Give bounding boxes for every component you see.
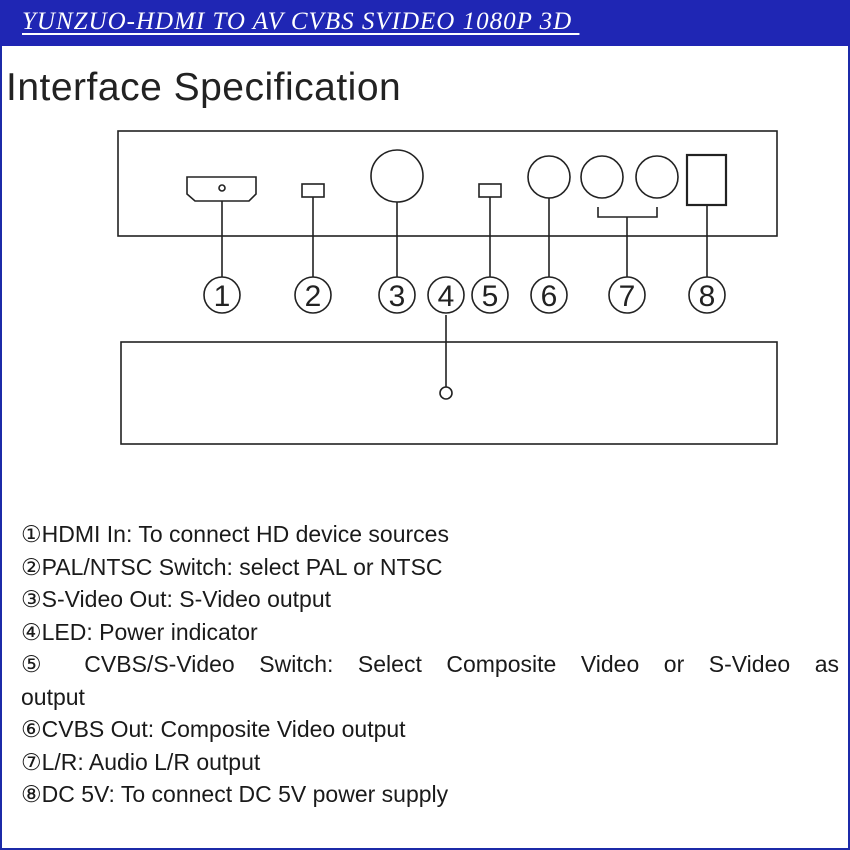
front-panel	[120, 341, 778, 445]
spec-item-cvbs-svideo-switch-cont: output	[21, 683, 85, 710]
callout-label-8: 8	[699, 280, 716, 313]
banner-title: YUNZUO-HDMI TO AV CVBS SVIDEO 1080P 3D	[22, 8, 580, 35]
hdmi-port-icon	[186, 176, 257, 202]
title-banner: YUNZUO-HDMI TO AV CVBS SVIDEO 1080P 3D	[0, 0, 850, 46]
callout-circle-5	[471, 276, 509, 314]
callout-circle-4	[427, 276, 465, 314]
spec-item-dc-5v: ⑧DC 5V: To connect DC 5V power supply	[21, 781, 449, 807]
callout-circle-3	[378, 276, 416, 314]
svideo-jack-icon	[370, 149, 424, 203]
callout-label-7: 7	[619, 280, 636, 313]
callout-circle-2	[294, 276, 332, 314]
spec-item-hdmi-in: ①HDMI In: To connect HD device sources	[21, 521, 449, 547]
hdmi-pin-icon	[218, 184, 226, 192]
spec-item-led: ④LED: Power indicator	[21, 618, 258, 645]
callout-circle-1	[203, 276, 241, 314]
audio-left-jack-icon	[580, 155, 624, 199]
spec-item-svideo-out: ③S-Video Out: S-Video output	[21, 586, 332, 612]
callout-label-2: 2	[305, 280, 322, 313]
back-panel	[117, 130, 778, 237]
callout-label-5: 5	[482, 280, 499, 313]
callout-circle-8	[688, 276, 726, 314]
spec-item-cvbs-out: ⑥CVBS Out: Composite Video output	[21, 716, 406, 742]
callout-circle-6	[530, 276, 568, 314]
audio-right-jack-icon	[635, 155, 679, 199]
cvbs-jack-icon	[527, 155, 571, 199]
callout-circle-7	[608, 276, 646, 314]
dc-jack-icon	[685, 153, 728, 207]
callout-label-3: 3	[389, 280, 406, 313]
spec-list: ①HDMI In: To connect HD device sources ②…	[21, 518, 839, 811]
cvbs-svideo-switch-icon	[478, 183, 502, 198]
spec-item-audio-lr: ⑦L/R: Audio L/R output	[21, 748, 261, 775]
led-icon	[439, 386, 453, 400]
page-heading: Interface Specification	[6, 66, 402, 109]
spec-item-pal-ntsc: ②PAL/NTSC Switch: select PAL or NTSC	[21, 553, 443, 580]
callout-label-4: 4	[438, 280, 455, 313]
callout-label-6: 6	[541, 280, 558, 313]
callout-label-1: 1	[214, 280, 231, 313]
spec-item-cvbs-svideo-switch: ⑤ CVBS/S-Video Switch: Select Composite …	[21, 651, 839, 677]
pal-ntsc-switch-icon	[301, 183, 325, 198]
